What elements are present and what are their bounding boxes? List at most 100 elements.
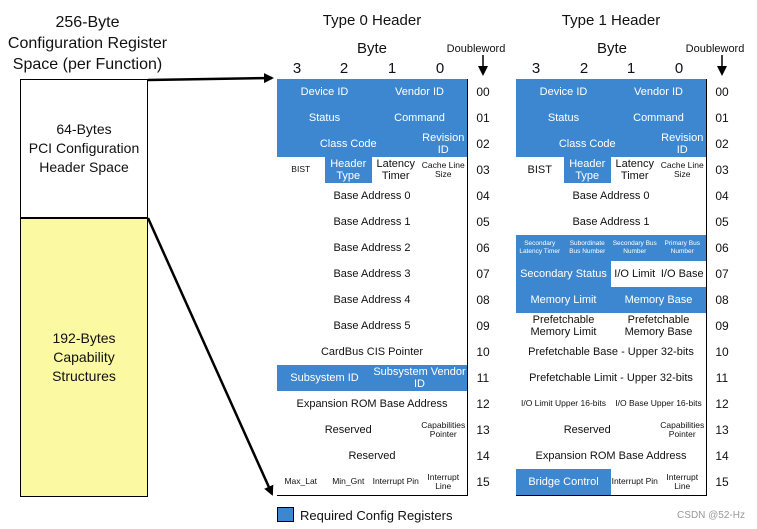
type0-title: Type 0 Header	[322, 12, 422, 29]
type0-byte-0: 0	[435, 60, 445, 77]
register-cell: Device ID	[277, 79, 373, 106]
register-cell: Capabilities Pointer	[419, 417, 468, 444]
register-cell: Subsystem Vendor ID	[372, 365, 468, 392]
type1-byte-0: 0	[674, 60, 684, 77]
register-cell: Secondary Status	[516, 261, 612, 288]
register-cell: Reserved	[277, 417, 421, 444]
register-cell: Base Address 1	[277, 209, 468, 236]
register-cell: Status	[277, 105, 373, 132]
register-cell: Expansion ROM Base Address	[516, 443, 707, 470]
capability-label-line: 192-Bytes	[52, 330, 116, 346]
doubleword-number: 01	[715, 111, 729, 125]
doubleword-number: 15	[476, 475, 490, 489]
type0-byte-2: 2	[339, 60, 349, 77]
register-cell: Expansion ROM Base Address	[277, 391, 468, 418]
doubleword-number: 12	[476, 397, 490, 411]
register-cell: Revision ID	[658, 131, 707, 158]
register-cell: I/O Base Upper 16-bits	[611, 391, 707, 418]
register-cell: Class Code	[516, 131, 660, 158]
register-cell: Prefetchable Memory Limit	[516, 313, 612, 340]
config-space-title: 256-Byte Configuration Register Space (p…	[0, 12, 175, 75]
config-space-title-line: 256-Byte	[55, 14, 120, 31]
register-cell: Latency Timer	[372, 157, 421, 184]
register-cell: Memory Base	[611, 287, 707, 314]
header-space-box: 64-Bytes PCI Configuration Header Space	[20, 79, 148, 218]
register-cell: Command	[372, 105, 468, 132]
doubleword-number: 03	[715, 163, 729, 177]
register-cell: Min_Gnt	[324, 469, 373, 496]
header-space-label-line: Header Space	[39, 159, 129, 175]
register-cell: Reserved	[277, 443, 468, 470]
doubleword-number: 06	[476, 241, 490, 255]
register-cell: Base Address 1	[516, 209, 707, 236]
doubleword-number: 12	[715, 397, 729, 411]
doubleword-number: 14	[476, 449, 490, 463]
register-cell: Base Address 5	[277, 313, 468, 340]
register-cell: Vendor ID	[611, 79, 707, 106]
capability-structures-box: 192-Bytes Capability Structures	[20, 218, 148, 497]
register-cell: Capabilities Pointer	[658, 417, 707, 444]
doubleword-number: 10	[476, 345, 490, 359]
doubleword-number: 08	[715, 293, 729, 307]
register-cell: Memory Limit	[516, 287, 612, 314]
doubleword-number: 01	[476, 111, 490, 125]
legend-label: Required Config Registers	[300, 508, 453, 523]
type0-byte-3: 3	[292, 60, 302, 77]
config-space-title-line: Configuration Register	[7, 35, 168, 52]
type1-doubleword-label: Doubleword	[685, 43, 745, 55]
doubleword-number: 05	[715, 215, 729, 229]
doubleword-number: 04	[715, 189, 729, 203]
register-cell: Device ID	[516, 79, 612, 106]
doubleword-number: 02	[476, 137, 490, 151]
register-cell: Revision ID	[419, 131, 468, 158]
header-space-label-line: PCI Configuration	[28, 140, 140, 156]
doubleword-number: 10	[715, 345, 729, 359]
doubleword-number: 06	[715, 241, 729, 255]
register-cell: Prefetchable Base - Upper 32-bits	[516, 339, 707, 366]
register-cell: Base Address 4	[277, 287, 468, 314]
doubleword-number: 08	[476, 293, 490, 307]
register-cell: Latency Timer	[611, 157, 660, 184]
doubleword-number: 07	[715, 267, 729, 281]
register-cell: Subsystem ID	[277, 365, 373, 392]
doubleword-number: 04	[476, 189, 490, 203]
register-cell: Header Type	[563, 157, 612, 184]
register-cell: Interrupt Pin	[372, 469, 421, 496]
register-cell: Cache Line Size	[658, 157, 707, 184]
register-cell: Status	[516, 105, 612, 132]
register-cell: Bridge Control	[516, 469, 612, 496]
doubleword-number: 14	[715, 449, 729, 463]
register-cell: Primary Bus Number	[658, 235, 707, 262]
type0-doubleword-label: Doubleword	[446, 43, 506, 55]
doubleword-number: 02	[715, 137, 729, 151]
doubleword-number: 00	[715, 85, 729, 99]
capability-label-line: Structures	[52, 368, 116, 384]
register-cell: Interrupt Line	[658, 469, 707, 496]
bottom-arrow	[146, 217, 274, 496]
doubleword-number: 09	[476, 319, 490, 333]
watermark: CSDN @52-Hz	[677, 510, 745, 521]
doubleword-number: 07	[476, 267, 490, 281]
doubleword-number: 13	[715, 423, 729, 437]
doubleword-number: 11	[715, 371, 729, 385]
type1-byte-1: 1	[626, 60, 636, 77]
register-cell: Base Address 0	[516, 183, 707, 210]
header-space-label-line: 64-Bytes	[56, 121, 112, 137]
register-cell: Base Address 2	[277, 235, 468, 262]
register-cell: I/O Base	[658, 261, 707, 288]
doubleword-number: 00	[476, 85, 490, 99]
register-cell: I/O Limit Upper 16-bits	[516, 391, 612, 418]
register-cell: Subordinate Bus Number	[563, 235, 612, 262]
register-cell: Interrupt Pin	[611, 469, 660, 496]
register-cell: BIST	[516, 157, 565, 184]
doubleword-number: 15	[715, 475, 729, 489]
legend-swatch	[277, 507, 294, 522]
register-cell: Prefetchable Limit - Upper 32-bits	[516, 365, 707, 392]
capability-label-line: Capability	[53, 349, 115, 365]
top-arrow	[147, 73, 274, 84]
